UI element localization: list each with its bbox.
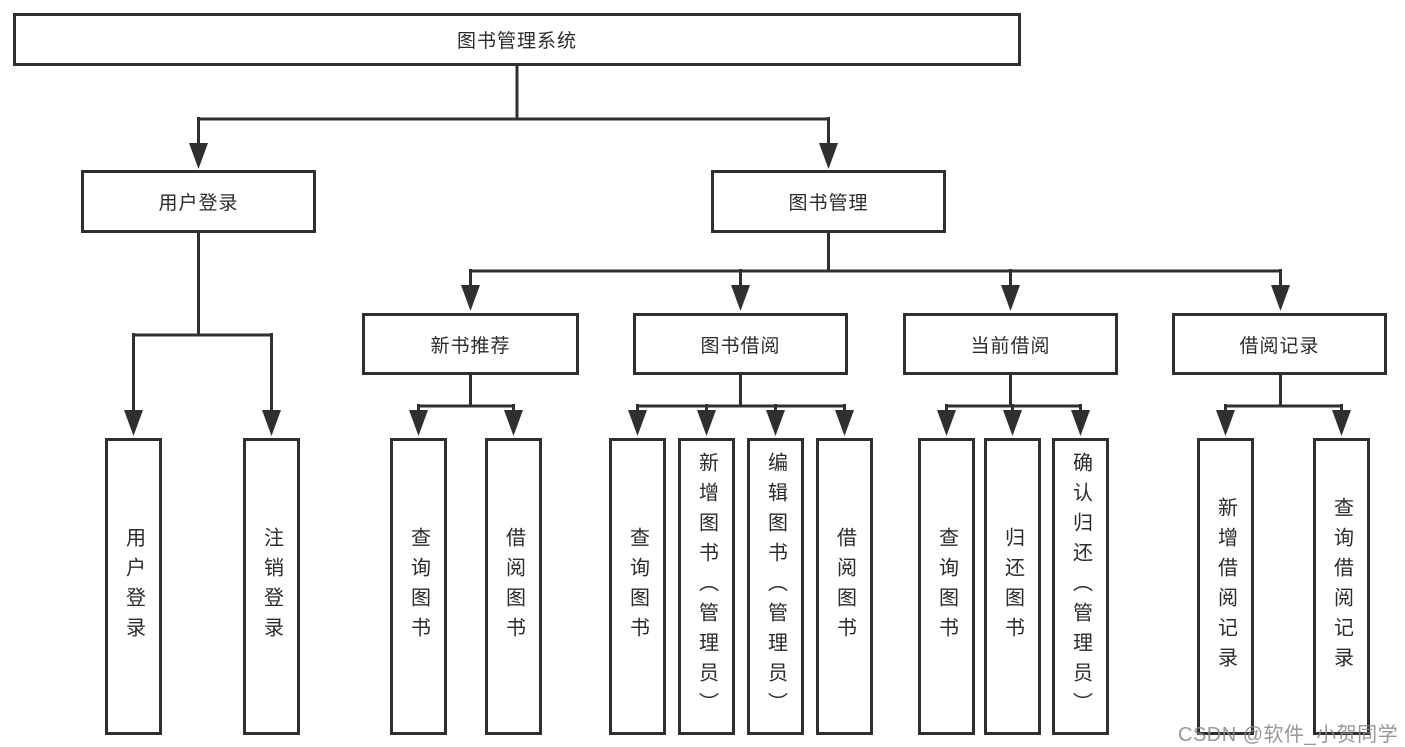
node-current-borrowing: 当前借阅 xyxy=(903,313,1118,375)
node-book-borrowing: 图书借阅 xyxy=(633,313,848,375)
node-new-book-recommendation: 新书推荐 xyxy=(362,313,579,375)
leaf-add-borrow-record: 新增借阅记录 xyxy=(1197,438,1254,735)
leaf-borrow-books-recommend: 借阅图书 xyxy=(485,438,542,735)
node-user-login: 用户登录 xyxy=(81,170,316,233)
leaf-return-books: 归还图书 xyxy=(984,438,1041,735)
leaf-confirm-return-admin: 确认归还（管理员） xyxy=(1052,438,1109,735)
leaf-query-books-current: 查询图书 xyxy=(918,438,975,735)
leaf-user-login: 用户登录 xyxy=(105,438,162,735)
csdn-watermark: CSDN @软件_小贺同学 xyxy=(1178,724,1399,746)
leaf-query-books-borrow: 查询图书 xyxy=(609,438,666,735)
node-library-system: 图书管理系统 xyxy=(13,13,1021,66)
leaf-add-books-admin: 新增图书（管理员） xyxy=(678,438,735,735)
node-borrowing-records: 借阅记录 xyxy=(1172,313,1387,375)
leaf-query-borrow-record: 查询借阅记录 xyxy=(1313,438,1370,735)
leaf-query-books-recommend: 查询图书 xyxy=(390,438,447,735)
leaf-borrow-books: 借阅图书 xyxy=(816,438,873,735)
node-book-management: 图书管理 xyxy=(711,170,946,233)
leaf-edit-books-admin: 编辑图书（管理员） xyxy=(747,438,804,735)
leaf-logout: 注销登录 xyxy=(243,438,300,735)
